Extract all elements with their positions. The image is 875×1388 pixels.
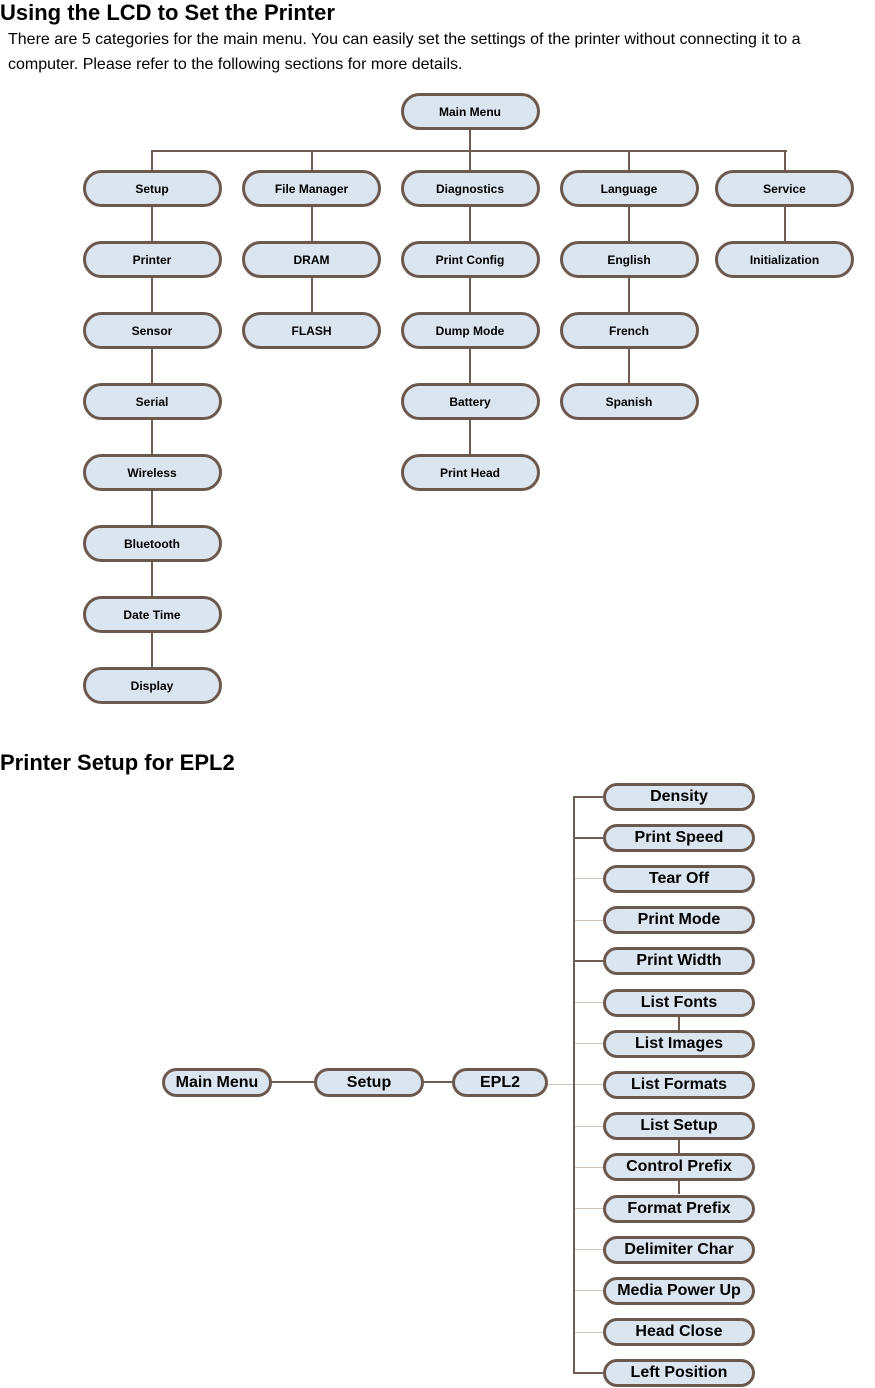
node-dram: DRAM — [242, 241, 381, 278]
node-print-speed: Print Speed — [603, 823, 755, 852]
connector-corner-bottom — [575, 1372, 603, 1375]
connector-trunk — [573, 795, 575, 1375]
connector-stub — [575, 878, 603, 880]
connector-corner-top — [575, 795, 603, 798]
intro-paragraph: There are 5 categories for the main menu… — [8, 31, 801, 73]
node-delimiter-char: Delimiter Char — [603, 1235, 755, 1264]
node-display: Display — [82, 667, 222, 704]
connector-vertical — [628, 349, 630, 383]
connector-vertical — [151, 278, 153, 312]
connector-vertical — [628, 207, 630, 241]
node-main-menu: Main Menu — [400, 93, 540, 130]
node-media-power-up: Media Power Up — [603, 1276, 755, 1305]
connector-vertical — [628, 278, 630, 312]
node-printer: Printer — [82, 241, 222, 278]
connector-stub — [575, 1331, 603, 1333]
node-dump-mode: Dump Mode — [400, 312, 540, 349]
connector-column-stub — [628, 150, 630, 170]
connector-stub — [575, 1002, 603, 1003]
node-bluetooth: Bluetooth — [82, 525, 222, 562]
connector-column-stub — [310, 150, 313, 170]
connector-stub — [575, 836, 603, 839]
node-flash: FLASH — [242, 312, 381, 349]
node-date-time: Date Time — [82, 596, 222, 633]
connector-vertical — [151, 633, 153, 667]
connector-vertical — [310, 278, 313, 312]
section-heading-lcd: Using the LCD to Set the Printer — [0, 0, 335, 25]
node-initialization: Initialization — [715, 241, 854, 278]
connector-vertical — [469, 420, 471, 454]
node-list-images: List Images — [603, 1029, 755, 1058]
node-control-prefix: Control Prefix — [603, 1153, 755, 1182]
node-spanish: Spanish — [559, 383, 699, 420]
connector-epl2-trunk — [548, 1084, 603, 1086]
connector-stub — [575, 1166, 603, 1168]
node-print-config: Print Config — [400, 241, 540, 278]
connector-vertical — [151, 491, 153, 525]
connector-root-stub — [469, 129, 471, 152]
connector-stub — [575, 960, 603, 963]
connector-column-stub — [469, 150, 471, 170]
connector-vertical — [469, 207, 471, 241]
node-wireless: Wireless — [82, 454, 222, 491]
section-heading-epl2: Printer Setup for EPL2 — [0, 750, 235, 775]
connector-vertical — [151, 420, 153, 454]
connector-direct — [678, 1016, 680, 1030]
connector-path — [424, 1081, 452, 1083]
node-format-prefix: Format Prefix — [603, 1194, 755, 1223]
connector-vertical — [151, 207, 153, 241]
node-main-menu: Main Menu — [162, 1068, 272, 1097]
connector-direct — [678, 1140, 680, 1154]
node-english: English — [559, 241, 699, 278]
node-density: Density — [603, 782, 755, 811]
node-print-head: Print Head — [400, 454, 540, 491]
node-list-setup: List Setup — [603, 1112, 755, 1141]
node-serial: Serial — [82, 383, 222, 420]
connector-vertical — [783, 207, 786, 241]
node-language: Language — [559, 170, 699, 207]
node-print-mode: Print Mode — [603, 906, 755, 935]
connector-stub — [575, 919, 603, 921]
connector-vertical — [469, 349, 471, 383]
node-file-manager: File Manager — [242, 170, 381, 207]
node-list-fonts: List Fonts — [603, 988, 755, 1017]
connector-vertical — [310, 207, 313, 241]
node-sensor: Sensor — [82, 312, 222, 349]
connector-column-stub — [151, 150, 153, 170]
node-epl2: EPL2 — [452, 1068, 548, 1097]
connector-vertical — [151, 562, 153, 596]
node-diagnostics: Diagnostics — [400, 170, 540, 207]
node-setup: Setup — [314, 1068, 424, 1097]
connector-stub — [575, 1125, 603, 1127]
node-list-formats: List Formats — [603, 1070, 755, 1099]
connector-vertical — [151, 349, 153, 383]
connector-stub — [575, 1043, 603, 1045]
connector-path — [272, 1081, 314, 1083]
connector-stub — [575, 1290, 603, 1292]
node-head-close: Head Close — [603, 1318, 755, 1347]
node-left-position: Left Position — [603, 1359, 755, 1388]
node-setup: Setup — [82, 170, 222, 207]
connector-stub — [575, 1208, 603, 1209]
node-print-width: Print Width — [603, 947, 755, 976]
connector-stub — [575, 1249, 603, 1251]
connector-direct — [678, 1181, 680, 1195]
connector-column-stub — [783, 150, 786, 170]
node-tear-off: Tear Off — [603, 864, 755, 893]
node-french: French — [559, 312, 699, 349]
node-service: Service — [715, 170, 854, 207]
node-battery: Battery — [400, 383, 540, 420]
connector-vertical — [469, 278, 471, 312]
